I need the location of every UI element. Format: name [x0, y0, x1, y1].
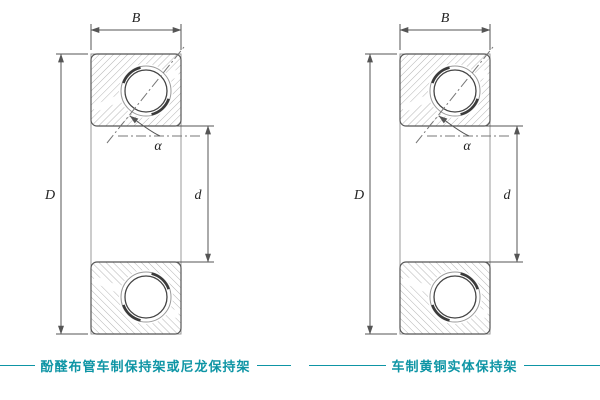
contact-angle-axis-line [415, 46, 493, 144]
angle-arc-arrow [129, 115, 160, 137]
contact-angle-axis-line [106, 46, 184, 144]
label-width-B: B [131, 11, 140, 26]
label-bore-d: d [503, 188, 511, 203]
figure-caption-left: 酚醛布管车制保持架或尼龙保持架 [0, 356, 292, 375]
figure-caption-right: 车制黄铜实体保持架 [309, 356, 600, 375]
label-contact-angle: α [463, 139, 471, 154]
caption-text: 车制黄铜实体保持架 [391, 359, 518, 374]
bearing-figure-right: α B D d 车制黄铜实体保持架 [309, 6, 600, 375]
raceway [120, 65, 171, 117]
caption-rule-left [0, 365, 35, 366]
ring-section-bottom [400, 262, 490, 334]
caption-text: 酚醛布管车制保持架或尼龙保持架 [40, 359, 251, 374]
raceway [429, 65, 480, 117]
ring-section-top [398, 53, 491, 127]
ring-section-bottom [91, 262, 181, 334]
caption-rule-left [309, 365, 386, 366]
dimension-B [399, 24, 490, 50]
contact-angle-annotation: α [415, 46, 511, 154]
angle-arc-arrow [438, 115, 469, 137]
ring-section-top [89, 53, 182, 127]
contact-angle-annotation: α [106, 46, 202, 154]
dimension-D [364, 53, 397, 335]
dimension-D [55, 53, 88, 335]
label-contact-angle: α [154, 139, 162, 154]
caption-rule-right [523, 365, 600, 366]
bearing-figure-left: α B D d 酚醛布管车制保持架或尼龙保持架 [0, 6, 292, 375]
label-outer-diameter-D: D [43, 188, 54, 203]
label-outer-diameter-D: D [352, 188, 363, 203]
dimension-d [145, 125, 214, 263]
bearing-cross-section-drawing-right: α B D d [352, 11, 523, 354]
caption-rule-right [256, 365, 292, 366]
dimension-B [90, 24, 181, 50]
dimension-d [454, 125, 523, 263]
bearing-cross-section-drawing-left: α B D d [43, 11, 214, 354]
page: α B D d 酚醛布管车制保持架或尼龙保持架 [0, 6, 600, 375]
label-width-B: B [440, 11, 449, 26]
label-bore-d: d [194, 188, 202, 203]
